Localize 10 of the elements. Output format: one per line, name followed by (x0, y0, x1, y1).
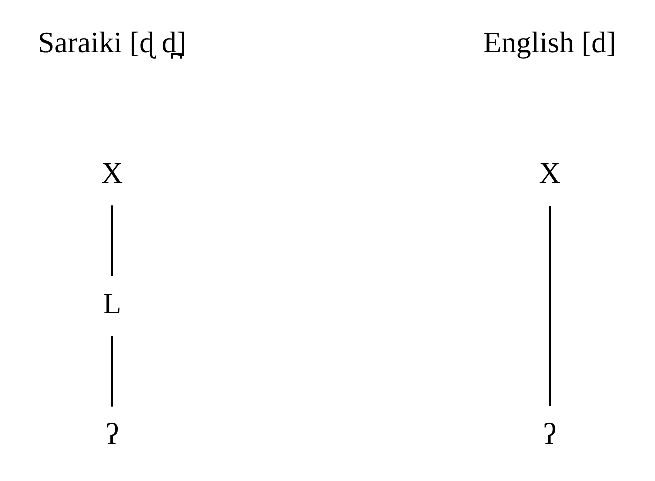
node-text: ʔ (543, 418, 557, 450)
label: Saraiki [ɖ d̪] (38, 27, 187, 60)
connector (111, 205, 114, 276)
node-text: ʔ (106, 418, 120, 450)
connector (111, 336, 114, 406)
connector (549, 205, 551, 406)
node-text: X (102, 158, 124, 190)
node-text: X (539, 158, 561, 190)
node-text: L (103, 288, 122, 320)
label: English [d] (484, 27, 616, 60)
